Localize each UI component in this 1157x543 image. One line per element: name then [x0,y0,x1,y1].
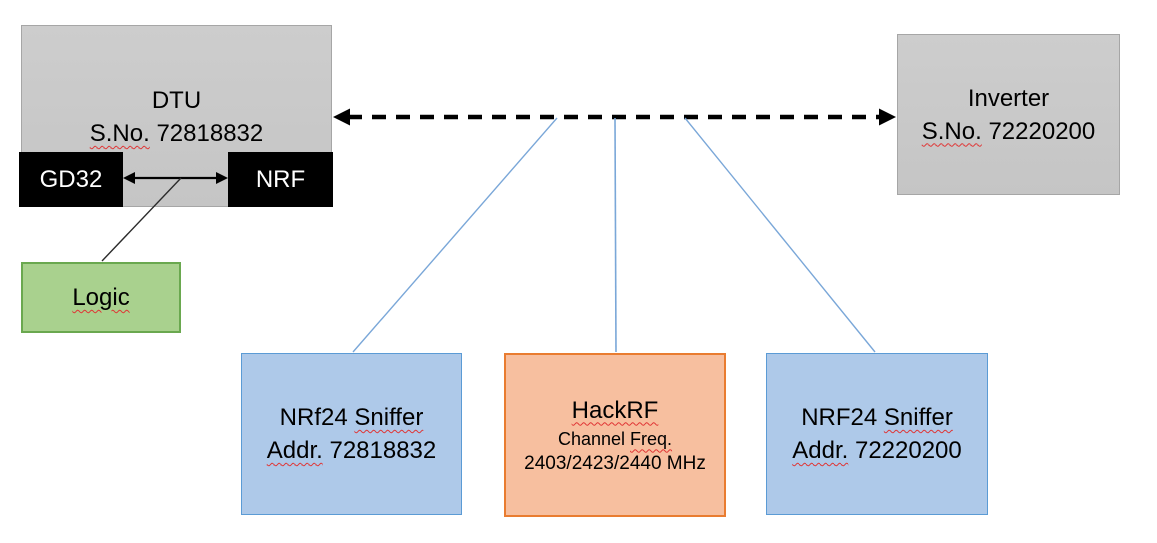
arrowhead-left-icon [333,108,350,126]
inverter-serial-label: S.No. [921,117,982,145]
line-tap-sniffer-right [684,117,876,353]
sniffer-left-name-word: Sniffer [354,404,424,431]
dtu-serial-label: S.No. [89,120,150,147]
hackrf-title: HackRF [571,396,659,424]
sniffer-left-addr: Addr. 72818832 [267,434,437,467]
inverter-box: Inverter S.No. 72220200 [897,34,1120,195]
arrowhead-right-icon [879,108,896,126]
hackrf-freq-line: Channel Freq. [558,427,672,451]
sniffer-left-name-prefix: NRf24 [279,404,355,431]
dtu-title: DTU [151,87,202,114]
dtu-serial: S.No. 72818832 [22,117,331,150]
nrf-chip: NRF [228,152,333,207]
sniffer-right-box: NRF24 Sniffer Addr. 72220200 [766,353,988,515]
sniffer-right-addr: Addr. 72220200 [792,434,962,467]
sniffer-right-name: NRF24 Sniffer [801,401,953,434]
gd32-chip: GD32 [19,152,123,207]
line-tap-hackrf [614,117,617,353]
nrf-label: NRF [255,165,306,193]
hackrf-box: HackRF Channel Freq. 2403/2423/2440 MHz [504,353,726,517]
hackrf-freq-word: Freq. [630,428,673,449]
dtu-serial-value: 72818832 [149,120,264,147]
line-tap-sniffer-left [352,117,558,353]
sniffer-left-addr-value: 72818832 [322,437,437,464]
sniffer-left-name: NRf24 Sniffer [280,401,424,434]
sniffer-left-addr-label: Addr. [266,437,323,464]
logic-label: Logic [72,284,130,311]
dtu-text: DTU S.No. 72818832 [22,84,331,150]
sniffer-right-addr-label: Addr. [792,437,849,464]
logic-box: Logic [21,262,181,333]
sniffer-right-addr-value: 72220200 [848,437,962,464]
sniffer-left-box: NRf24 Sniffer Addr. 72818832 [241,353,462,515]
sniffer-right-name-prefix: NRF24 [801,404,884,431]
hackrf-freq-prefix: Channel [557,428,631,449]
inverter-serial: S.No. 72220200 [922,115,1095,148]
inverter-serial-value: 72220200 [981,117,1096,145]
inverter-title: Inverter [967,84,1050,112]
gd32-label: GD32 [39,165,103,193]
hackrf-channels: 2403/2423/2440 MHz [524,452,706,474]
dashed-link-dtu-inverter [333,108,896,126]
sniffer-right-name-word: Sniffer [883,404,953,431]
